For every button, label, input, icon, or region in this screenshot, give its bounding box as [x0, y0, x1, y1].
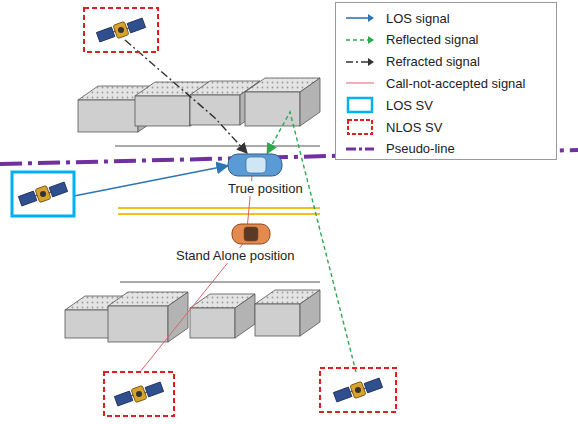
legend-row: LOS signal [344, 9, 450, 27]
legend-sample [344, 140, 376, 158]
legend-row: NLOS SV [344, 118, 442, 136]
position-label: True position [226, 181, 305, 196]
legend-sample [344, 74, 376, 92]
legend-text: Refracted signal [386, 54, 480, 69]
legend-sample [344, 96, 376, 114]
stand-alone-car [232, 224, 270, 244]
legend-text: LOS signal [386, 11, 450, 26]
los-signal [74, 166, 226, 196]
legend-text: LOS SV [386, 98, 433, 113]
buildings-bottom [65, 290, 320, 342]
position-label: Stand Alone position [174, 248, 297, 263]
legend-row: Pseudo-line [344, 140, 455, 158]
legend-sample [344, 31, 376, 49]
legend-text: NLOS SV [386, 120, 442, 135]
legend-sample [344, 118, 376, 136]
legend-box: LOS signalReflected signalRefracted sign… [335, 2, 557, 160]
legend-sample [344, 9, 376, 27]
call-not-accepted-signal [140, 176, 252, 372]
legend-sample [344, 53, 376, 71]
refracted-signal [125, 40, 246, 152]
legend-row: Reflected signal [344, 31, 479, 49]
legend-text: Call-not-accepted signal [386, 76, 525, 91]
legend-row: Refracted signal [344, 53, 480, 71]
true-position-car [228, 154, 282, 176]
legend-row: LOS SV [344, 96, 433, 114]
legend-text: Pseudo-line [386, 141, 455, 156]
legend-row: Call-not-accepted signal [344, 74, 525, 92]
legend-text: Reflected signal [386, 32, 479, 47]
